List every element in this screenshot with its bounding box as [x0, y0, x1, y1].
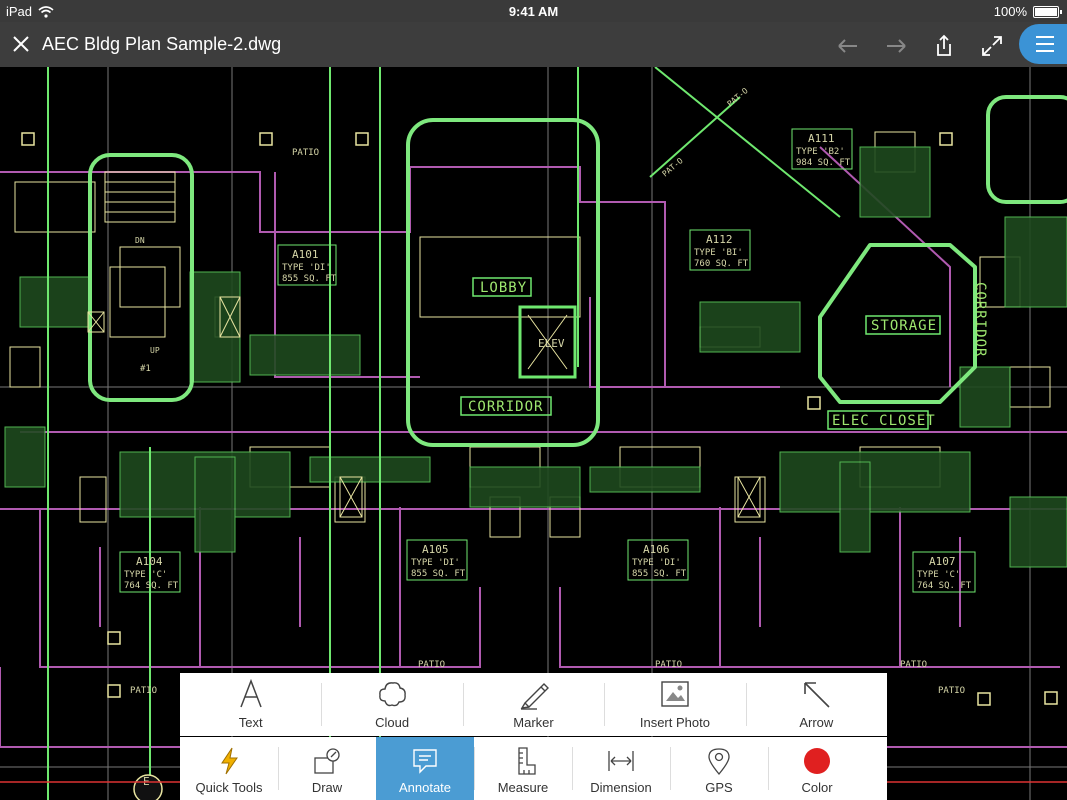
unit-a111-id: A111	[808, 132, 835, 145]
unit-a104-type: TYPE 'C'	[124, 570, 167, 580]
annotate-text-button[interactable]: Text	[180, 673, 321, 736]
unit-a107-type: TYPE 'C'	[917, 570, 960, 580]
gps-tab[interactable]: GPS	[670, 737, 768, 800]
file-title: AEC Bldg Plan Sample-2.dwg	[42, 34, 282, 54]
dimension-tab[interactable]: Dimension	[572, 737, 670, 800]
measure-icon	[518, 747, 536, 775]
unit-a101-type: TYPE 'DI'	[282, 263, 331, 273]
title-bar: AEC Bldg Plan Sample-2.dwg	[0, 22, 1067, 67]
unit-a111-type: TYPE 'B2'	[796, 147, 845, 157]
annotate-cloud-label: Cloud	[375, 715, 410, 730]
gps-icon	[708, 748, 730, 776]
unit-a106-area: 855 SQ. FT	[632, 569, 687, 579]
unit-a105-id: A105	[422, 543, 449, 556]
lightning-icon	[221, 747, 238, 775]
close-icon[interactable]	[10, 33, 32, 55]
insert-photo-icon	[661, 681, 689, 707]
annotate-insert-photo-label: Insert Photo	[639, 715, 710, 730]
unit-a107-area: 764 SQ. FT	[917, 581, 972, 591]
annotate-icon	[413, 749, 437, 774]
battery-percent: 100%	[993, 4, 1027, 19]
grid-bubble-e: E	[133, 774, 163, 800]
room-tag-elec-closet: ELEC CLOSET	[832, 413, 936, 429]
quick-tools-label: Quick Tools	[195, 780, 263, 795]
pat-label-2: PAT-O	[661, 156, 685, 178]
unit-a101-id: A101	[292, 248, 319, 261]
cloud-icon	[379, 682, 406, 707]
dimension-icon	[608, 751, 634, 771]
wifi-icon	[38, 5, 54, 18]
battery-icon	[1033, 5, 1062, 18]
measure-label: Measure	[497, 780, 549, 795]
patio-label-3: PATIO	[655, 660, 682, 670]
patio-label-6: PATIO	[938, 686, 965, 696]
annotate-arrow-label: Arrow	[799, 715, 834, 730]
unit-a111-area: 984 SQ. FT	[796, 158, 851, 168]
unit-a106-id: A106	[643, 543, 670, 556]
patio-label-1: PATIO	[292, 148, 319, 158]
unit-a101-area: 855 SQ. FT	[282, 274, 337, 284]
room-tag-corridor: CORRIDOR	[468, 399, 543, 415]
undo-icon[interactable]	[836, 34, 860, 58]
quick-tools-tab[interactable]: Quick Tools	[180, 737, 278, 800]
stair-dn-label: DN	[135, 236, 145, 245]
color-tab[interactable]: Color	[768, 737, 866, 800]
annotate-label: Annotate	[398, 780, 452, 795]
unit-a105-type: TYPE 'DI'	[411, 558, 460, 568]
patio-label-4: PATIO	[900, 660, 927, 670]
device-name: iPad	[6, 4, 33, 19]
draw-icon	[314, 748, 340, 774]
clock: 9:41 AM	[508, 4, 559, 19]
color-label: Color	[801, 780, 833, 795]
annotate-text-label: Text	[238, 715, 263, 730]
menu-button[interactable]	[1019, 24, 1067, 64]
room-tag-elev: ELEV	[538, 337, 565, 350]
unit-a104-id: A104	[136, 555, 163, 568]
draw-tab[interactable]: Draw	[278, 737, 376, 800]
measure-tab[interactable]: Measure	[474, 737, 572, 800]
text-icon	[240, 678, 262, 708]
annotate-marker-button[interactable]: Marker	[462, 673, 604, 736]
annotate-marker-label: Marker	[513, 715, 554, 730]
annotate-insert-photo-button[interactable]: Insert Photo	[604, 673, 745, 736]
unit-a107-id: A107	[929, 555, 956, 568]
color-icon	[804, 748, 830, 774]
unit-a104-area: 764 SQ. FT	[124, 581, 179, 591]
arrow-icon	[804, 682, 830, 708]
room-tag-corridor-vertical: CORRIDOR	[972, 282, 988, 357]
patio-label-5: PATIO	[130, 686, 157, 696]
stair-up-label: UP	[150, 346, 160, 355]
unit-a112-type: TYPE 'BI'	[694, 248, 743, 258]
marker-icon	[520, 683, 549, 710]
bottom-toolbar: Quick Tools Draw Annotate Measure Dimens…	[180, 737, 887, 800]
redo-icon[interactable]	[884, 34, 908, 58]
gps-label: GPS	[705, 780, 733, 795]
room-tag-storage: STORAGE	[871, 318, 937, 334]
column-markers	[21, 132, 1058, 706]
annotate-cloud-button[interactable]: Cloud	[321, 673, 462, 736]
patio-label-2: PATIO	[418, 660, 445, 670]
unit-a112-id: A112	[706, 233, 733, 246]
annotate-panel: Text Cloud Marker Insert Photo Arrow	[180, 673, 887, 736]
unit-a112-area: 760 SQ. FT	[694, 259, 749, 269]
cloud-markups	[88, 95, 1067, 447]
dimension-label: Dimension	[590, 780, 652, 795]
fullscreen-icon[interactable]	[980, 34, 1004, 58]
pat-label-1: PAT-O	[726, 86, 750, 108]
stairs	[104, 171, 176, 338]
status-bar: iPad 9:41 AM 100%	[0, 0, 1067, 22]
annotate-tab[interactable]: Annotate	[376, 737, 474, 800]
hamburger-icon	[1036, 36, 1054, 52]
unit-tag-boxes	[119, 128, 976, 593]
elevator-box	[518, 305, 577, 379]
stair-number-label: #1	[140, 364, 151, 374]
room-tag-lobby: LOBBY	[480, 280, 527, 296]
tile-areas	[4, 146, 1067, 568]
unit-a106-type: TYPE 'DI'	[632, 558, 681, 568]
annotate-arrow-button[interactable]: Arrow	[745, 673, 887, 736]
unit-a105-area: 855 SQ. FT	[411, 569, 466, 579]
room-tag-boxes	[460, 277, 941, 430]
share-icon[interactable]	[932, 34, 956, 58]
draw-label: Draw	[311, 780, 343, 795]
